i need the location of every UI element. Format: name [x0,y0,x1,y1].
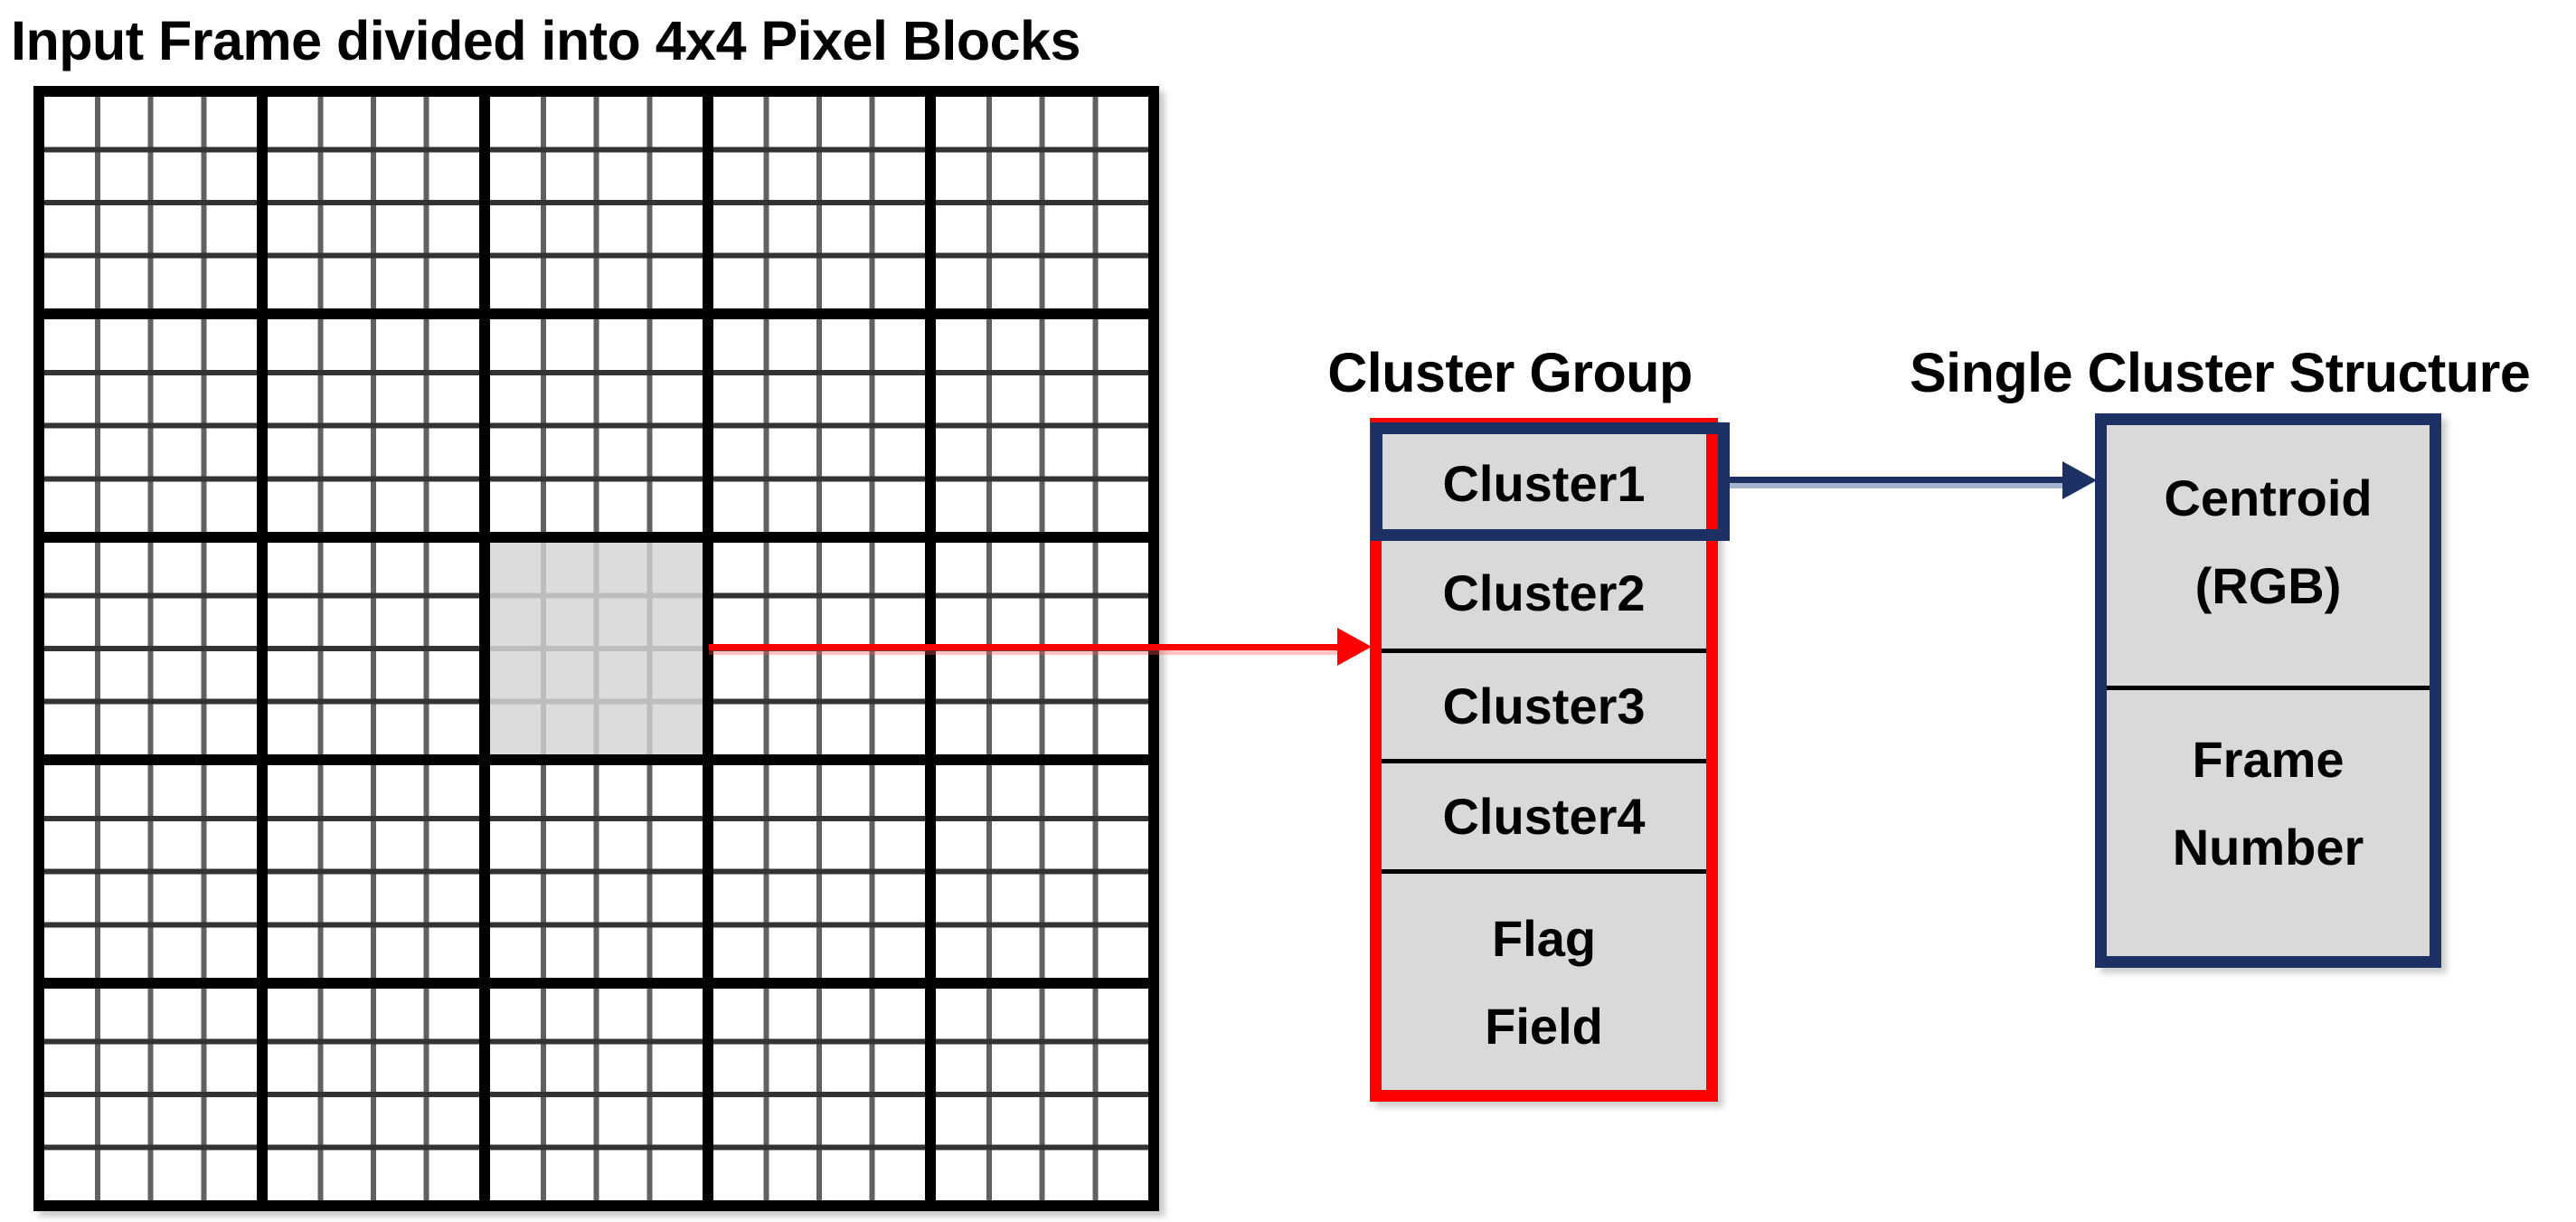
frame-number-line2: Number [2172,819,2364,876]
frame-number-cell: Frame Number [2107,690,2430,956]
cluster-row-cluster1: Cluster1 [1442,454,1646,512]
input-frame-title: Input Frame divided into 4x4 Pixel Block… [11,10,1080,71]
frame-number-line1: Frame [2192,731,2345,788]
cluster-row-cluster3: Cluster3 [1442,677,1646,734]
pixel-block [39,536,262,761]
centroid-line2: (RGB) [2194,557,2342,614]
pixel-block [930,760,1154,983]
pixel-block [261,314,486,537]
pixel-block [39,760,262,983]
pixel-block [930,91,1154,315]
centroid-line1: Centroid [2164,469,2373,526]
pixel-block [485,760,708,983]
pixel-block [707,760,931,983]
row-separator [2107,686,2430,690]
cluster-row-cluster4: Cluster4 [1442,788,1646,845]
navy-arrow-line [1730,477,2062,483]
pixel-block [485,314,708,537]
pixel-block [707,314,931,537]
pixel-block [261,91,486,315]
pixel-block [39,982,262,1206]
pixel-block [39,91,262,315]
row-separator [1382,759,1706,763]
cluster-row-cluster2: Cluster2 [1442,564,1646,621]
pixel-block [485,982,708,1206]
single-cluster-structure-box: Centroid (RGB) Frame Number [2095,413,2441,968]
flag-field-row: Flag Field [1382,874,1706,1090]
pixel-block [261,982,486,1206]
highlighted-pixel-block [485,536,708,761]
single-cluster-title: Single Cluster Structure [1910,342,2531,403]
input-frame-grid [33,86,1159,1211]
pixel-block [707,91,931,315]
pixel-block [261,536,486,761]
pixel-block [930,982,1154,1206]
pixel-block [39,314,262,537]
pixel-block [707,982,931,1206]
cluster1-highlight-frame [1371,422,1730,541]
cluster-group-title: Cluster Group [1327,342,1693,403]
pixel-block [930,314,1154,537]
flag-field-line1: Flag [1491,909,1597,967]
red-arrowhead-icon [1337,628,1372,666]
row-separator [1382,869,1706,874]
flag-field-line2: Field [1485,997,1603,1055]
red-arrow-line [709,644,1339,650]
row-separator [1382,649,1706,653]
centroid-cell: Centroid (RGB) [2107,425,2430,686]
pixel-block [485,91,708,315]
pixel-block [261,760,486,983]
navy-arrowhead-icon [2062,461,2097,499]
